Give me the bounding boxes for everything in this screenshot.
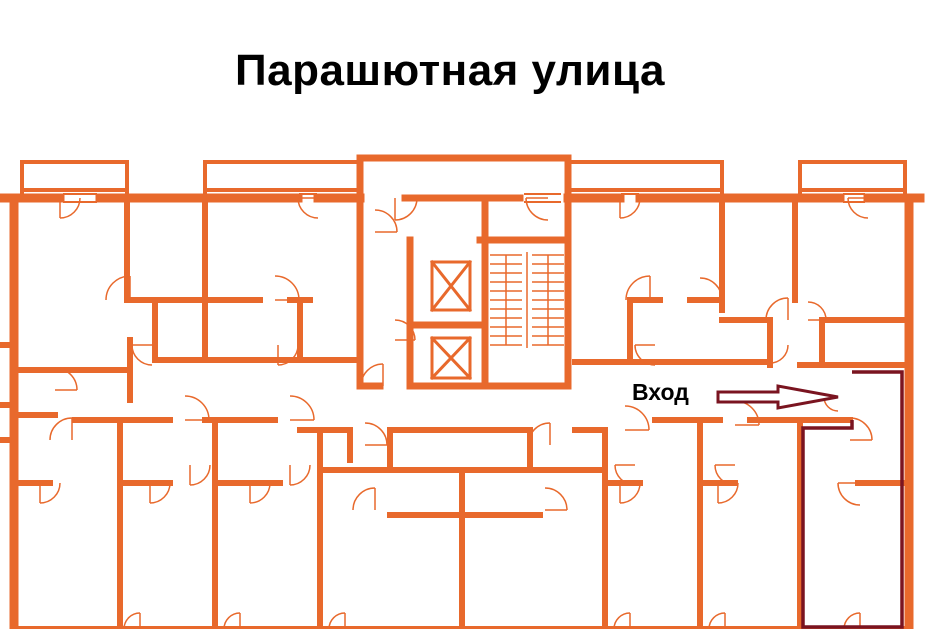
door-swing-arc [394, 319, 416, 341]
door-swing-arc [625, 275, 651, 301]
door-swing-arc [223, 612, 241, 629]
entrance-label: Вход [632, 379, 689, 405]
door-swing-arc [765, 297, 789, 321]
door-swing-arc [49, 417, 73, 441]
door-swing-arc [149, 482, 171, 504]
door-swing-arc [837, 482, 861, 506]
door-swing-arc [714, 464, 736, 486]
door-swing-arc [184, 395, 210, 421]
lift-shafts [429, 259, 473, 381]
door-swing-arc [614, 464, 636, 486]
door-swing-arc [277, 344, 299, 366]
door-swing-arc [105, 275, 131, 301]
door-swing-arc [123, 612, 141, 629]
door-swing-arc [274, 275, 300, 301]
door-swing-arc [364, 422, 388, 446]
outer-walls [0, 193, 925, 629]
balconies [20, 160, 907, 200]
door-swing-arc [297, 197, 319, 219]
door-swing-arc [619, 482, 641, 504]
door-swing-arc [352, 487, 376, 511]
door-swing-arc [634, 344, 656, 366]
door-swing-arc [360, 363, 384, 387]
door-swing-arc [807, 301, 827, 321]
door-swing-arc [39, 482, 61, 504]
door-swing-arc [849, 417, 873, 441]
door-swing-arc [624, 405, 650, 431]
door-swing-arc [544, 487, 568, 511]
door-swing-arc [189, 464, 211, 486]
street-name: Парашютная улица [234, 46, 666, 95]
door-swing-arc [328, 612, 346, 629]
door-swing-arc [54, 367, 78, 391]
door-swing-arc [289, 464, 311, 486]
staircase [490, 252, 564, 348]
door-swing-arc [708, 612, 726, 629]
door-swing-arc [525, 197, 549, 221]
door-swing-arc [249, 482, 271, 504]
door-swing-arc [59, 197, 81, 219]
door-swing-arc [769, 344, 789, 364]
door-swing-arc [131, 344, 153, 366]
door-swing-arc [847, 197, 869, 219]
highlighted-apartment-outline [801, 370, 904, 629]
door-swing-arc [699, 277, 723, 301]
door-swing-arc [289, 395, 315, 421]
door-swing-arc [394, 197, 418, 221]
door-swing-arc [717, 482, 739, 504]
core-walls [356, 154, 572, 390]
entrance-arrow [716, 384, 839, 410]
door-swing-arc [374, 209, 398, 233]
walls [0, 154, 925, 629]
door-swing-arc [619, 197, 641, 219]
door-swing-arc [613, 612, 631, 629]
door-swing-arc [527, 422, 551, 446]
